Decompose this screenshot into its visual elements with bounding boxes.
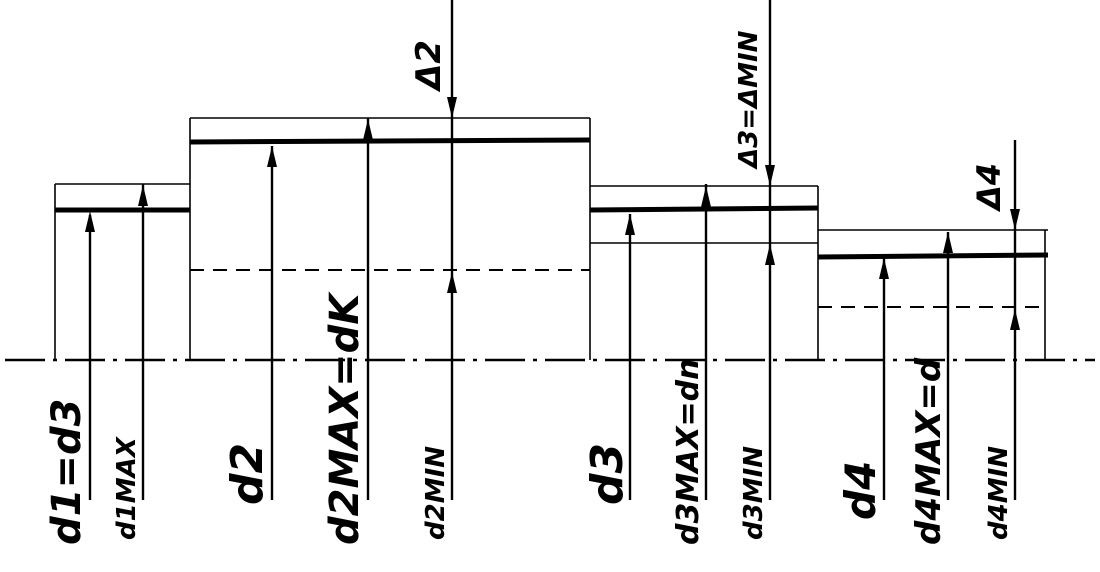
arrow-delta4: [1010, 209, 1020, 230]
label-d4min: d4MIN: [984, 446, 1014, 540]
step-4: [817, 229, 1049, 360]
step-1: [54, 183, 190, 360]
step-3-max-line: [589, 205, 819, 213]
label-d1max: d1MAX: [112, 435, 142, 540]
label-delta2: Δ2: [409, 40, 449, 93]
label-d1-eq-d3: d1=d3: [44, 399, 90, 545]
arrow-d3: [625, 214, 635, 235]
arrow-d4: [879, 258, 889, 279]
label-delta3-eq-deltamin: Δ3=ΔMIN: [734, 30, 764, 170]
arrow-d2min: [447, 272, 457, 293]
step-2-max-line: [189, 137, 591, 145]
step-3: [589, 185, 819, 360]
label-delta4: Δ4: [970, 163, 1008, 213]
arrow-d1max: [138, 185, 148, 206]
label-d3max-eq-dn: d3MAX=dn: [671, 358, 706, 545]
step-4-max-line: [817, 252, 1049, 260]
label-d4: d4: [836, 461, 885, 520]
arrow-d2max: [363, 119, 373, 140]
arrow-d3max: [701, 186, 711, 207]
label-d2min: d2MIN: [421, 446, 451, 540]
label-d2max-eq-dk: d2MAX=dK: [322, 291, 368, 545]
arrow-d4max: [943, 232, 953, 253]
step-2: [189, 117, 591, 360]
dimension-lines: [85, 0, 1020, 500]
arrow-delta2: [447, 97, 457, 118]
arrow-d4min: [1010, 309, 1020, 330]
arrow-d2: [267, 146, 277, 167]
arrow-d1: [85, 211, 95, 232]
label-d3min: d3MIN: [739, 446, 769, 540]
arrow-d3min: [765, 244, 775, 265]
labels: d1=d3 d1MAX d2 d2MAX=dK d2MIN d3 d3MAX=d…: [44, 30, 1014, 545]
label-d2: d2: [222, 443, 273, 505]
arrow-delta3: [765, 165, 775, 186]
label-d3: d3: [582, 443, 633, 505]
label-d4max-eq-d: d4MAX=d: [909, 357, 949, 545]
